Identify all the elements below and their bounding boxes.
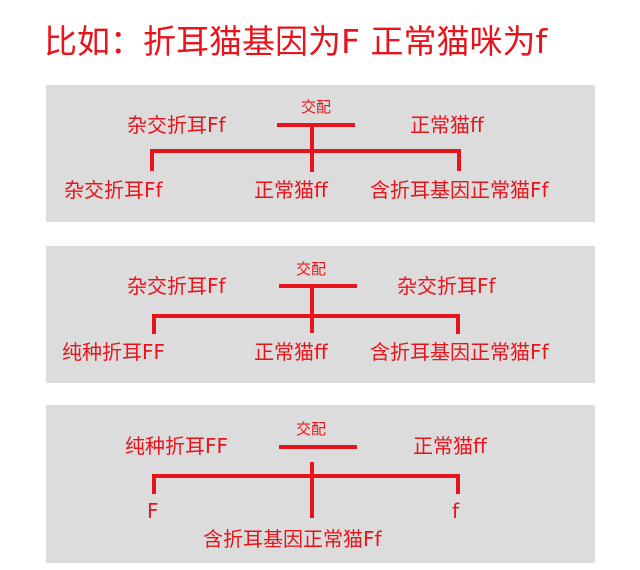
mating-line bbox=[279, 284, 357, 288]
stem-line bbox=[310, 462, 314, 518]
parent-left: 杂交折耳Ff bbox=[127, 113, 226, 137]
parent-left: 杂交折耳Ff bbox=[127, 274, 226, 298]
child-left: 纯种折耳FF bbox=[62, 340, 166, 364]
mating-label: 交配 bbox=[296, 260, 327, 278]
cross-diagram-1: 杂交折耳Ff 交配 正常猫ff 杂交折耳Ff 正常猫ff 含折耳基因正常猫Ff bbox=[46, 85, 595, 222]
bracket-right-leg bbox=[456, 314, 460, 334]
bracket-right-leg bbox=[456, 474, 460, 494]
child-middle: 正常猫ff bbox=[254, 340, 328, 364]
gene-right: f bbox=[452, 499, 460, 523]
cross-diagram-2: 杂交折耳Ff 交配 杂交折耳Ff 纯种折耳FF 正常猫ff 含折耳基因正常猫Ff bbox=[46, 246, 595, 383]
child-middle: 正常猫ff bbox=[254, 178, 328, 202]
mating-label: 交配 bbox=[296, 420, 327, 438]
child-offspring: 含折耳基因正常猫Ff bbox=[203, 527, 382, 551]
offspring-bracket bbox=[152, 314, 460, 318]
child-right: 含折耳基因正常猫Ff bbox=[370, 340, 549, 364]
stem-line bbox=[310, 288, 314, 333]
bracket-left-leg bbox=[152, 474, 156, 494]
child-right: 含折耳基因正常猫Ff bbox=[370, 178, 549, 202]
bracket-left-leg bbox=[152, 314, 156, 334]
bracket-left-leg bbox=[150, 149, 154, 171]
mating-line bbox=[277, 123, 355, 127]
gamete-bracket bbox=[152, 474, 460, 478]
parent-left: 纯种折耳FF bbox=[125, 434, 229, 458]
mating-label: 交配 bbox=[301, 98, 332, 116]
child-left: 杂交折耳Ff bbox=[64, 178, 163, 202]
parent-right: 正常猫ff bbox=[413, 434, 487, 458]
gene-left: F bbox=[147, 499, 159, 523]
cross-diagram-3: 纯种折耳FF 交配 正常猫ff F f 含折耳基因正常猫Ff bbox=[46, 405, 595, 563]
parent-right: 杂交折耳Ff bbox=[397, 274, 496, 298]
offspring-bracket bbox=[150, 149, 461, 153]
bracket-right-leg bbox=[457, 149, 461, 171]
parent-right: 正常猫ff bbox=[410, 113, 484, 137]
mating-line bbox=[279, 445, 357, 449]
page-title: 比如：折耳猫基因为F 正常猫咪为f bbox=[44, 22, 548, 61]
